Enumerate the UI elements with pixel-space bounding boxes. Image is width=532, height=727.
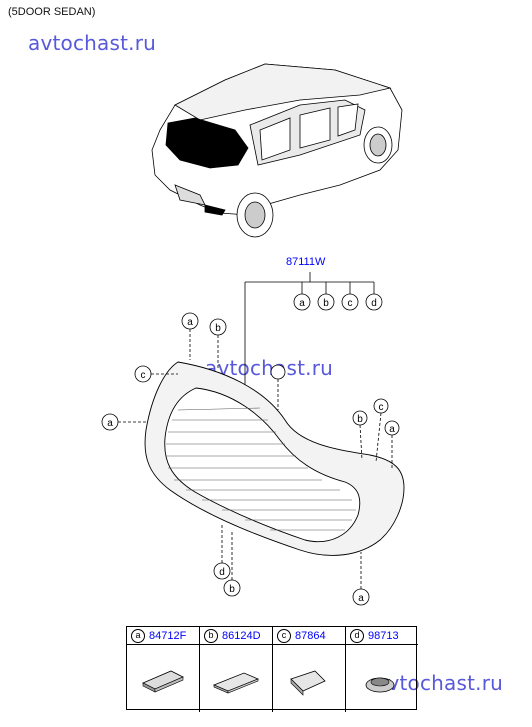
callout-letter: b xyxy=(357,414,363,425)
callout-letter: a xyxy=(187,317,193,328)
assembly-leader-lines xyxy=(244,272,375,395)
legend-image-d xyxy=(346,645,418,712)
callout-letter: c xyxy=(141,370,146,381)
assembly-callout-b xyxy=(317,293,335,311)
adhesive-strip-icon xyxy=(142,670,184,693)
legend-part-number[interactable]: 86124D xyxy=(222,629,261,642)
callout-letter: b xyxy=(215,323,221,334)
callout-letter: a xyxy=(299,298,305,309)
legend-header-c: c 87864 xyxy=(273,627,346,645)
callout-letter: d xyxy=(219,567,225,578)
callout-letter: a xyxy=(107,418,113,429)
car-illustration-icon xyxy=(151,63,403,238)
watermark-top: avtochast.ru xyxy=(28,31,157,55)
legend-image-a xyxy=(127,645,200,712)
adhesive-strip-icon xyxy=(212,672,260,694)
legend-header-d: d 98713 xyxy=(346,627,418,645)
legend-header-a: a 84712F xyxy=(127,627,200,645)
legend-header-b: b 86124D xyxy=(200,627,273,645)
callout-letter: a xyxy=(358,593,364,604)
legend-part-number[interactable]: 87864 xyxy=(295,629,326,642)
legend-letter: d xyxy=(350,628,364,643)
callout-fastener-icon xyxy=(270,364,286,380)
watermark-bottom: avtochast.ru xyxy=(375,671,504,695)
assembly-part-number[interactable]: 87111W xyxy=(286,256,326,268)
legend-image-c xyxy=(273,645,346,712)
legend-letter: b xyxy=(204,628,218,643)
legend-letter: a xyxy=(131,628,145,643)
diagram-caption: (5DOOR SEDAN) xyxy=(8,6,96,18)
glass-callouts xyxy=(101,312,400,606)
rear-glass-icon xyxy=(144,361,405,556)
callout-letter: d xyxy=(371,298,377,309)
legend-letter: c xyxy=(277,628,291,643)
callout-letter: c xyxy=(379,402,384,413)
assembly-callout-c xyxy=(341,293,359,311)
fastener-icon xyxy=(365,677,395,693)
callout-letter: b xyxy=(229,584,235,595)
assembly-callout-a xyxy=(293,293,311,311)
legend-part-number[interactable]: 84712F xyxy=(149,629,187,642)
callout-letter: b xyxy=(323,298,329,309)
parts-legend-table: a 84712F b 86124D c 87864 d 98713 xyxy=(126,626,418,712)
callout-letter: c xyxy=(348,298,353,309)
clip-icon xyxy=(290,670,326,696)
callout-letter: a xyxy=(389,424,395,435)
legend-image-b xyxy=(200,645,273,712)
legend-part-number[interactable]: 98713 xyxy=(368,629,399,642)
assembly-callout-d xyxy=(365,293,383,311)
